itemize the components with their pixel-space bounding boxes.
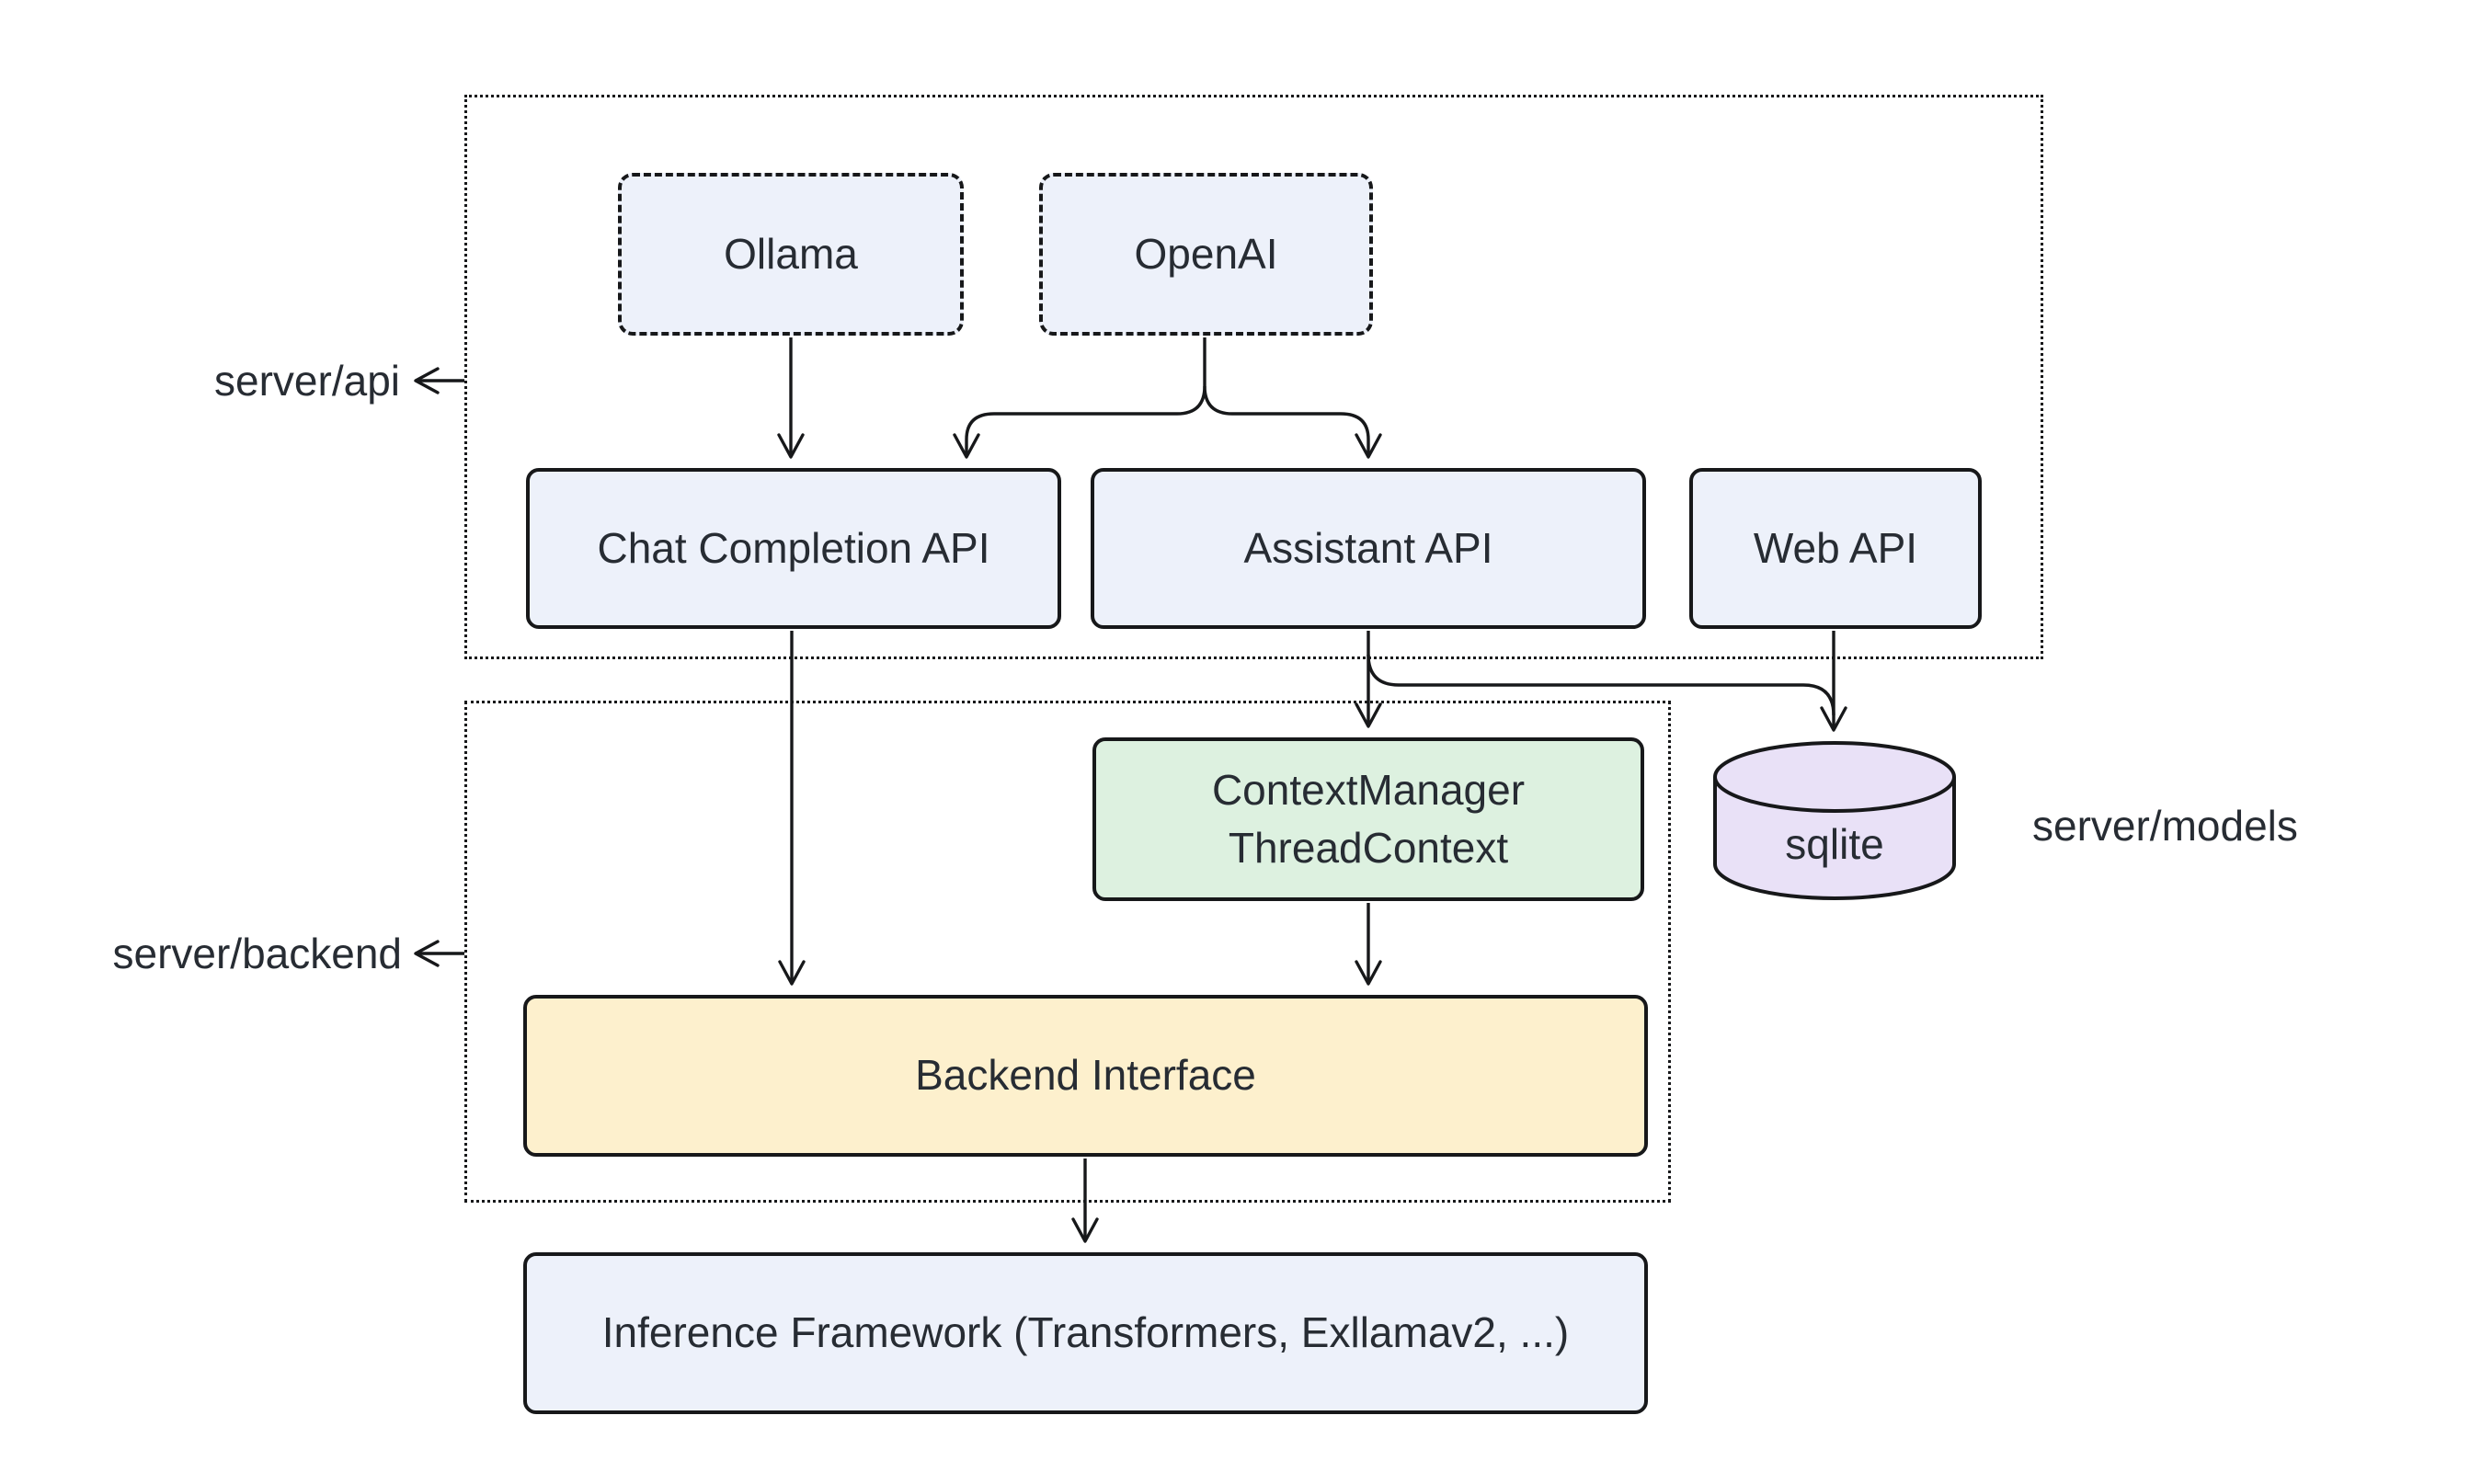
node-ollama-label: Ollama	[724, 229, 858, 278]
node-backend-interface: Backend Interface	[523, 995, 1648, 1157]
label-server-api: server/api	[214, 357, 400, 405]
group-server-backend	[464, 701, 1671, 1203]
node-assistant-api-label: Assistant API	[1243, 523, 1493, 572]
node-assistant-api: Assistant API	[1091, 468, 1646, 629]
node-chat-completion-api: Chat Completion API	[526, 468, 1061, 629]
node-web-api: Web API	[1689, 468, 1982, 629]
node-web-api-label: Web API	[1753, 523, 1918, 572]
label-server-backend: server/backend	[112, 930, 403, 977]
node-chat-completion-api-label: Chat Completion API	[597, 523, 990, 572]
node-context-manager-line1: ContextManager	[1211, 765, 1526, 814]
group-server-api	[464, 95, 2043, 659]
node-backend-interface-label: Backend Interface	[915, 1051, 1256, 1100]
label-server-models: server/models	[2032, 802, 2298, 850]
node-ollama: Ollama	[618, 173, 964, 336]
node-context-manager: ContextManager ThreadContext	[1092, 737, 1644, 901]
node-inference-framework: Inference Framework (Transformers, Exlla…	[523, 1252, 1648, 1414]
node-context-manager-line2: ThreadContext	[1228, 824, 1509, 872]
node-openai: OpenAI	[1039, 173, 1373, 336]
node-inference-framework-label: Inference Framework (Transformers, Exlla…	[601, 1308, 1570, 1357]
node-sqlite-label: sqlite	[1785, 820, 1884, 868]
node-openai-label: OpenAI	[1134, 229, 1278, 278]
